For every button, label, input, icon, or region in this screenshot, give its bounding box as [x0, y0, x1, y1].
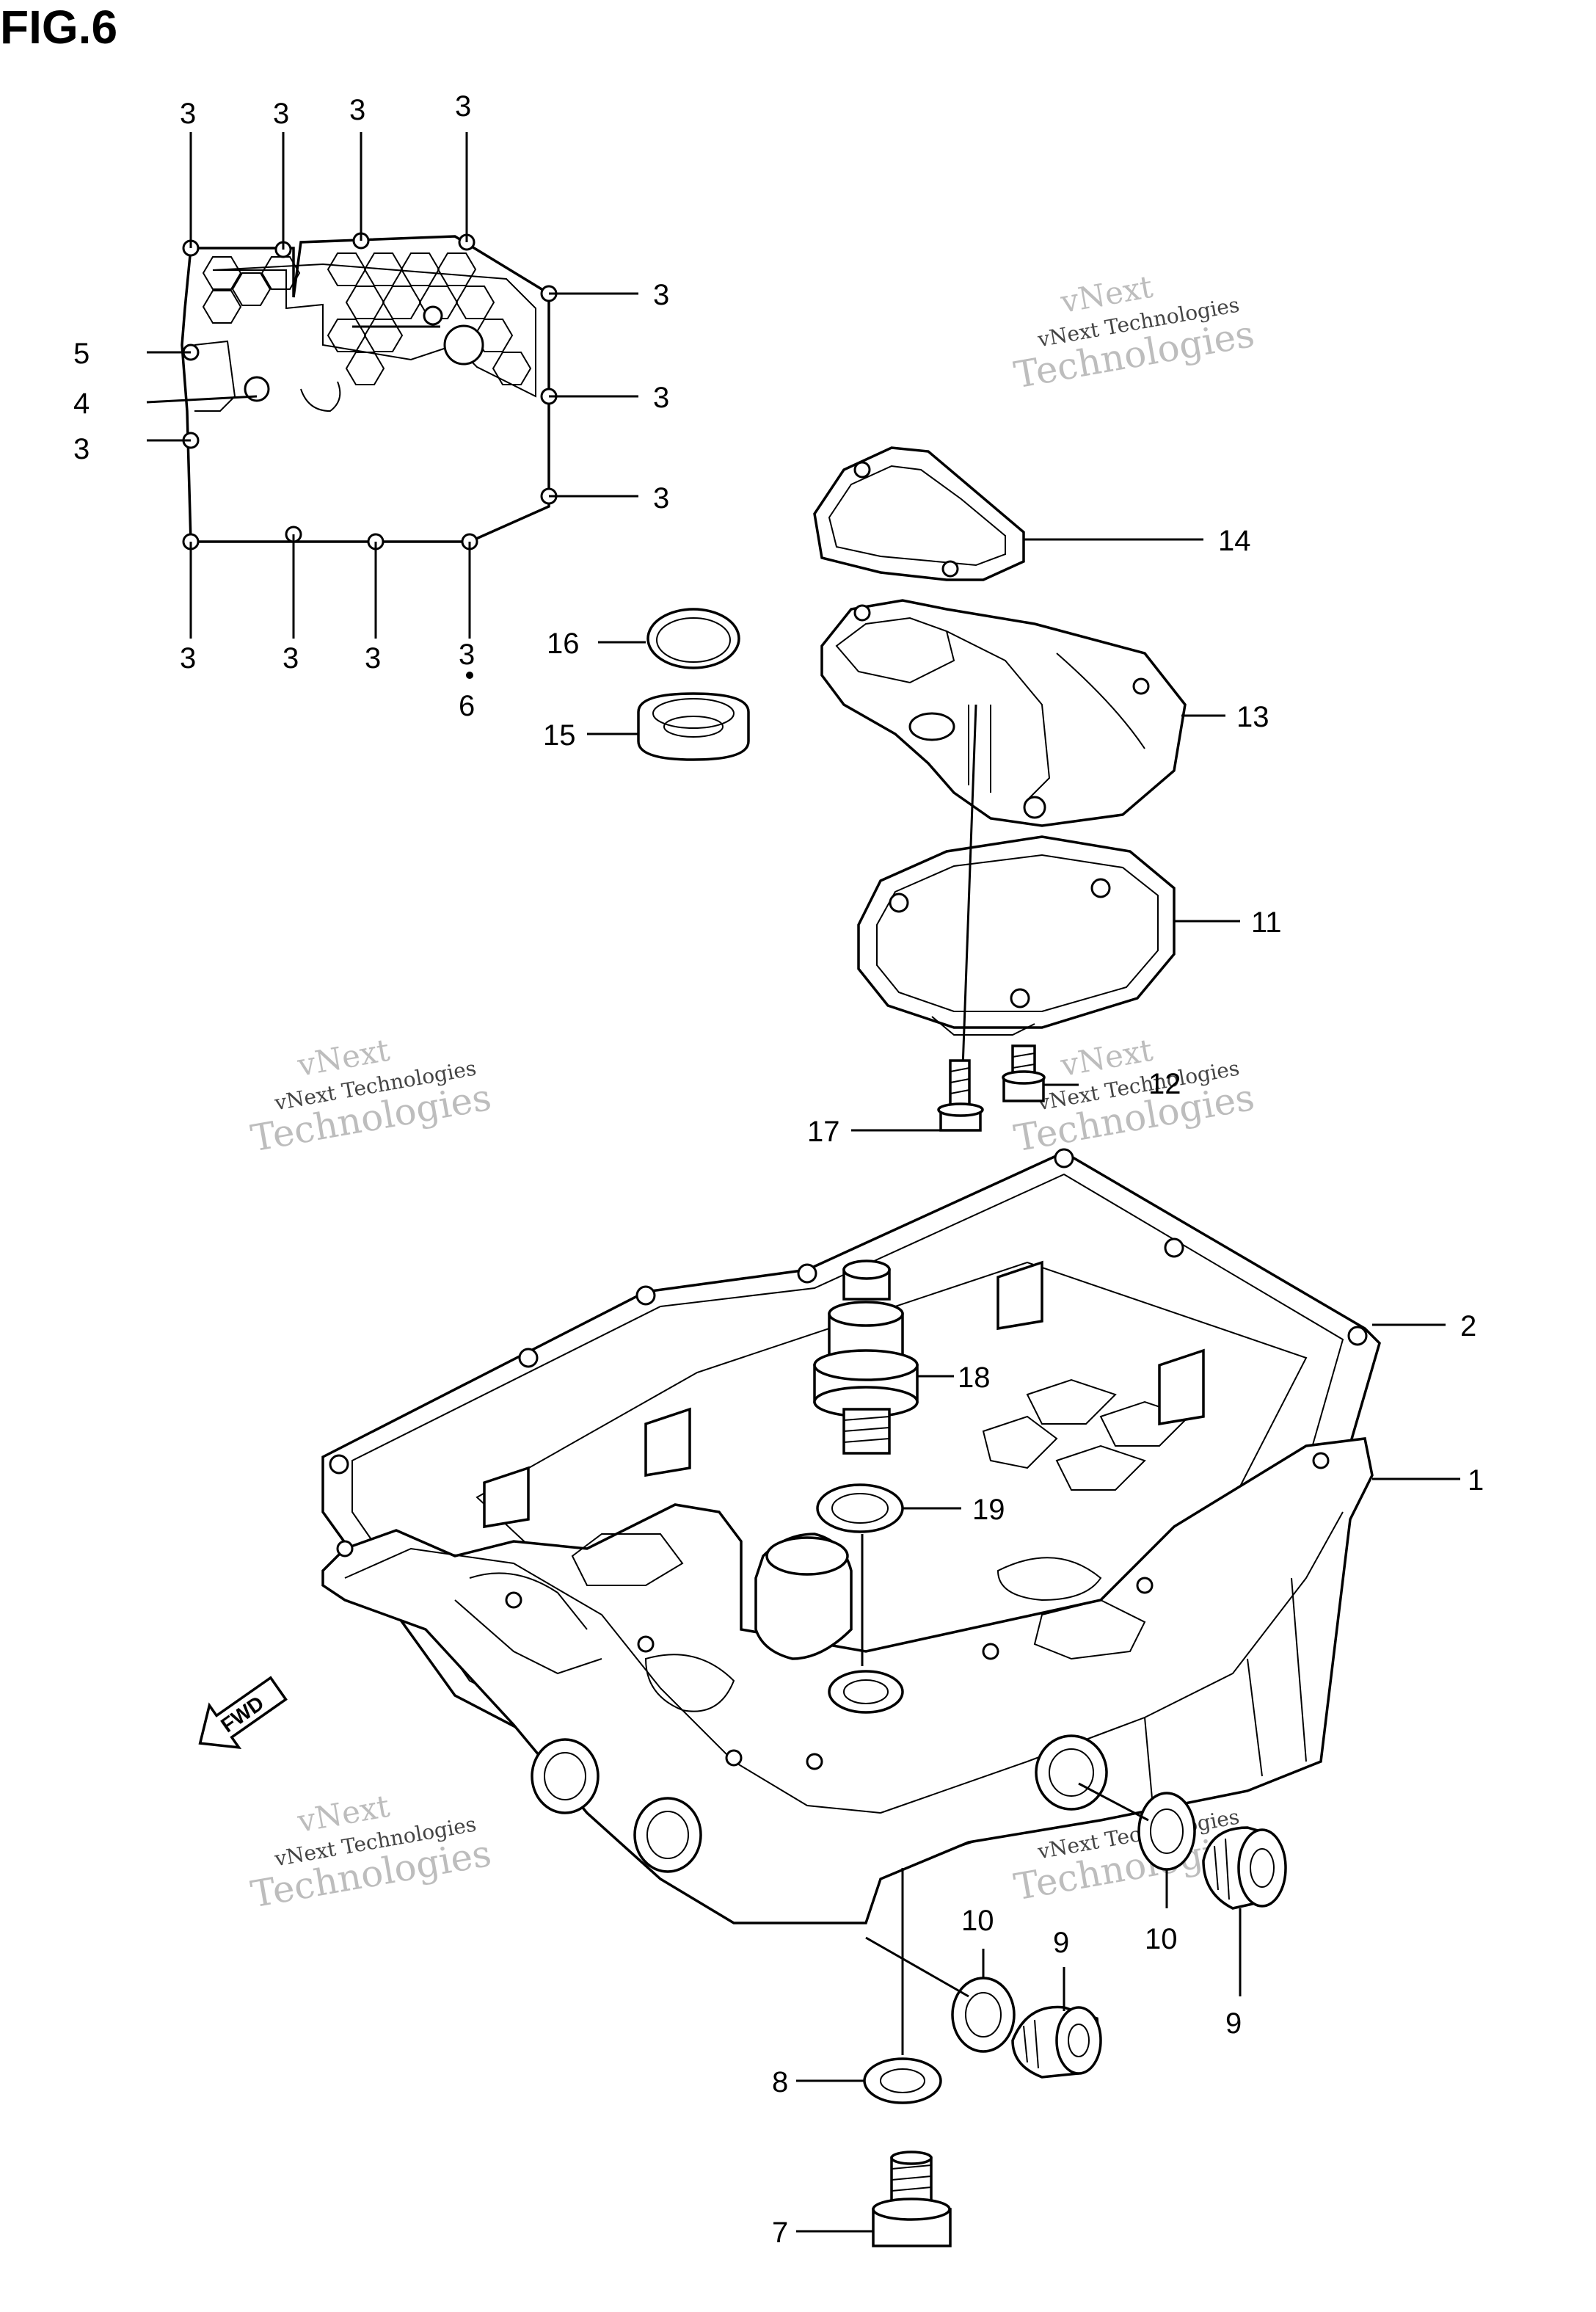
callout-10: 10 [961, 1905, 994, 1937]
part-11-strainer-cover-gasket[interactable] [857, 835, 1240, 1036]
watermark-mid-left: vNext vNext Technologies Technologies [248, 1032, 495, 1160]
watermark-bottom-left: vNext vNext Technologies Technologies [248, 1788, 495, 1916]
leader-10-left-to-pan [865, 1936, 969, 1998]
callout-12: 12 [1148, 1068, 1181, 1100]
part-9-drain-plug-left[interactable] [1011, 1967, 1102, 2079]
callout-10: 10 [1145, 1923, 1178, 1955]
part-7-drain-bolt[interactable] [796, 2151, 952, 2247]
callout-11: 11 [1251, 906, 1282, 939]
callout-3: 3 [349, 94, 365, 126]
callout-3: 3 [73, 433, 90, 465]
callout-15: 15 [543, 719, 576, 752]
part-16-o-ring[interactable] [598, 608, 740, 669]
part-14-strainer-gasket[interactable] [813, 446, 1203, 581]
callouts: 3 3 3 3 3 3 3 3 3 3 3 3 6 5 4 14 16 15 1… [73, 90, 1484, 2249]
callout-6: 6 [459, 690, 475, 722]
honeycomb-left [202, 256, 301, 324]
callout-3: 3 [180, 642, 196, 675]
figure-title: FIG.6 [0, 1, 118, 54]
callout-7: 7 [772, 2217, 788, 2249]
callout-3: 3 [653, 279, 669, 311]
part-1-oil-pan[interactable] [321, 1260, 1460, 1924]
callout-3: 3 [653, 482, 669, 515]
gasket-leaders [146, 132, 638, 679]
callout-3: 3 [455, 90, 471, 123]
callout-17: 17 [807, 1116, 840, 1148]
callout-14: 14 [1218, 525, 1251, 557]
callout-3: 3 [653, 382, 669, 414]
honeycomb-right [327, 252, 532, 385]
watermark-top-right: vNext vNext Technologies Technologies [1011, 269, 1258, 397]
callout-9: 9 [1225, 2007, 1242, 2040]
callout-1: 1 [1468, 1464, 1484, 1497]
callout-3: 3 [180, 98, 196, 130]
part-10-washer-right[interactable] [1137, 1792, 1196, 1908]
callout-2: 2 [1460, 1310, 1476, 1342]
callout-9: 9 [1053, 1927, 1069, 1959]
callout-16: 16 [547, 628, 580, 660]
part-gasket-top[interactable] [181, 232, 558, 550]
callout-8: 8 [772, 2066, 788, 2098]
callout-3: 3 [273, 98, 289, 130]
leader-13-to-17 [960, 704, 977, 1109]
part-9-drain-plug-right[interactable] [1202, 1826, 1287, 1996]
part-15-seal[interactable] [587, 692, 750, 761]
callout-18: 18 [958, 1362, 991, 1394]
callout-3: 3 [283, 642, 299, 675]
part-8-washer[interactable] [796, 2057, 942, 2104]
callout-13: 13 [1236, 701, 1269, 733]
part-12-bolt[interactable] [1002, 1044, 1079, 1102]
part-19-washer[interactable] [816, 1483, 961, 1533]
part-13-oil-strainer[interactable] [820, 599, 1225, 827]
callout-4: 4 [73, 388, 90, 420]
leader-10-right-to-pan [1078, 1782, 1149, 1822]
callout-5: 5 [73, 338, 90, 370]
callout-3: 3 [365, 642, 381, 675]
part-10-washer-left[interactable] [951, 1949, 1016, 2053]
callout-3: 3 [459, 639, 475, 671]
callout-19: 19 [972, 1494, 1005, 1526]
forward-arrow-icon: FWD [198, 1676, 288, 1750]
part-18-oil-pressure-switch[interactable] [813, 1259, 954, 1455]
part-17-bolt[interactable] [851, 1059, 984, 1132]
